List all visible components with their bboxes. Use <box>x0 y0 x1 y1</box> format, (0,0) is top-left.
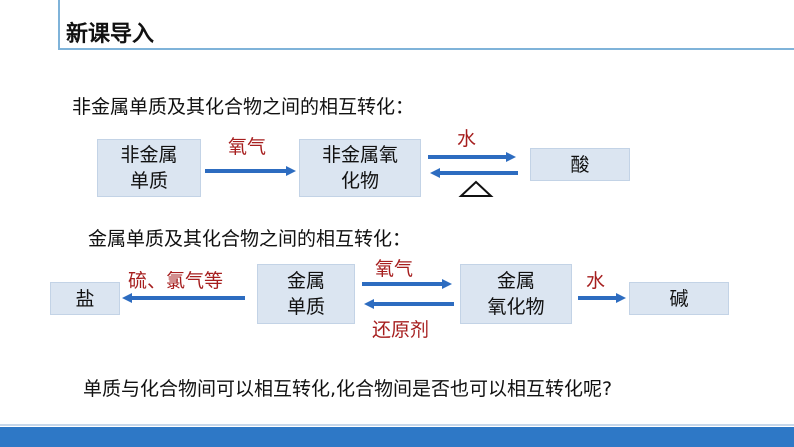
box-nonmetal-oxide-line2: 化物 <box>340 170 379 192</box>
box-nonmetal-line2: 单质 <box>129 170 168 192</box>
label-oxygen-1: 氧气 <box>228 136 267 158</box>
box-metal-oxide-line2: 氧化物 <box>487 296 545 318</box>
page-title: 新课导入 <box>66 22 155 47</box>
header-corner-line <box>58 0 60 49</box>
box-salt: 盐 <box>50 282 120 315</box>
label-reducer: 还原剂 <box>372 319 430 341</box>
box-nonmetal-element: 非金属 单质 <box>97 139 201 197</box>
footer-stripe <box>0 424 794 426</box>
box-nonmetal-line1: 非金属 <box>120 144 178 166</box>
box-metal-oxide: 金属 氧化物 <box>460 264 572 324</box>
box-metal-oxide-line1: 金属 <box>496 270 535 292</box>
box-base: 碱 <box>629 282 729 315</box>
closing-question: 单质与化合物间可以相互转化,化合物间是否也可以相互转化呢? <box>83 378 613 400</box>
section2-heading: 金属单质及其化合物之间的相互转化： <box>88 228 412 250</box>
box-nonmetal-oxide-line1: 非金属氧 <box>321 144 398 166</box>
box-metal-line2: 单质 <box>286 296 325 318</box>
label-reagents: 硫、氯气等 <box>128 270 224 292</box>
box-nonmetal-oxide: 非金属氧 化物 <box>299 139 421 197</box>
section1-heading: 非金属单质及其化合物之间的相互转化： <box>72 96 415 118</box>
header-divider <box>58 48 794 50</box>
box-acid: 酸 <box>530 148 630 181</box>
footer-bar <box>0 427 794 447</box>
box-metal-line1: 金属 <box>286 270 325 292</box>
label-water-2: 水 <box>586 270 606 292</box>
box-metal-element: 金属 单质 <box>257 264 355 324</box>
label-oxygen-2: 氧气 <box>375 258 414 280</box>
label-water-1: 水 <box>457 128 477 150</box>
heat-triangle-icon <box>458 180 494 197</box>
